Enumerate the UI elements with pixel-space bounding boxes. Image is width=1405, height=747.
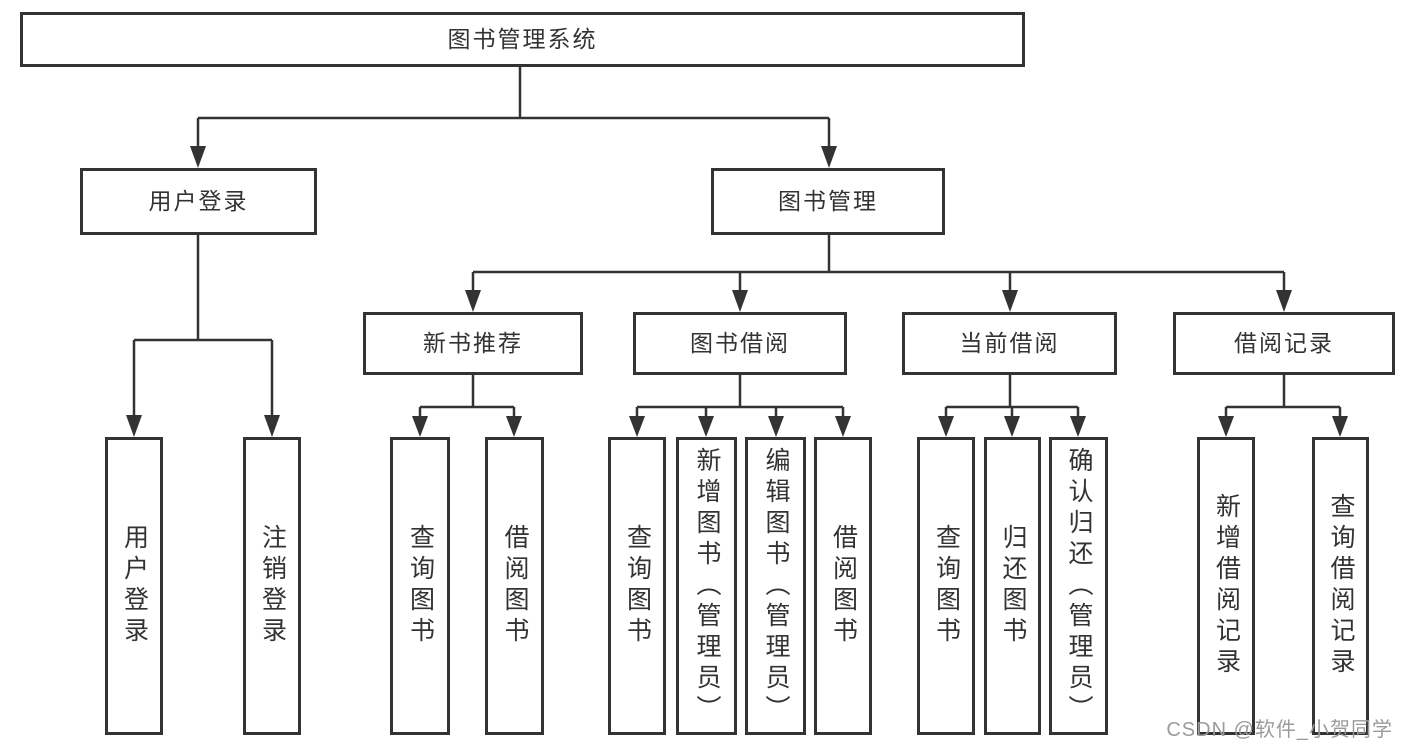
leaf-confirm-return: 确认归还（管理员） — [1049, 437, 1108, 735]
node-book-mgmt: 图书管理 — [711, 168, 945, 235]
leaf-add-book-label: 新增图书（管理员） — [693, 446, 721, 726]
leaf-add-borrow-record: 新增借阅记录 — [1197, 437, 1255, 735]
node-root: 图书管理系统 — [20, 12, 1025, 67]
node-user-login: 用户登录 — [80, 168, 317, 235]
leaf-query-book-current-label: 查询图书 — [932, 524, 961, 648]
leaf-query-borrow-record: 查询借阅记录 — [1312, 437, 1369, 735]
leaf-borrow-book-borrow-label: 借阅图书 — [829, 524, 858, 648]
leaf-query-book-current: 查询图书 — [917, 437, 975, 735]
leaf-user-login-label: 用户登录 — [120, 524, 149, 648]
node-root-label: 图书管理系统 — [447, 25, 598, 52]
node-user-login-label: 用户登录 — [148, 187, 249, 214]
leaf-logout: 注销登录 — [243, 437, 301, 735]
node-new-book-rec: 新书推荐 — [363, 312, 583, 375]
leaf-add-book: 新增图书（管理员） — [676, 437, 737, 735]
node-book-borrow-label: 图书借阅 — [690, 329, 790, 356]
leaf-confirm-return-label: 确认归还（管理员） — [1065, 446, 1093, 726]
leaf-query-book-new-label: 查询图书 — [406, 524, 435, 648]
leaf-borrow-book-borrow: 借阅图书 — [814, 437, 872, 735]
leaf-return-book: 归还图书 — [984, 437, 1041, 735]
node-borrow-records-label: 借阅记录 — [1234, 329, 1334, 356]
leaf-add-borrow-record-label: 新增借阅记录 — [1212, 493, 1241, 679]
node-current-borrow: 当前借阅 — [902, 312, 1117, 375]
leaf-query-book-borrow-label: 查询图书 — [623, 524, 652, 648]
node-current-borrow-label: 当前借阅 — [959, 329, 1060, 356]
leaf-borrow-book-new: 借阅图书 — [485, 437, 544, 735]
leaf-edit-book: 编辑图书（管理员） — [745, 437, 806, 735]
leaf-return-book-label: 归还图书 — [999, 524, 1027, 648]
leaf-query-borrow-record-label: 查询借阅记录 — [1327, 493, 1355, 679]
watermark: CSDN @软件_小贺同学 — [1166, 719, 1393, 741]
leaf-borrow-book-new-label: 借阅图书 — [501, 524, 529, 648]
leaf-logout-label: 注销登录 — [258, 524, 287, 648]
arrowheads — [126, 146, 1348, 437]
node-borrow-records: 借阅记录 — [1173, 312, 1395, 375]
node-new-book-rec-label: 新书推荐 — [423, 329, 523, 356]
leaf-edit-book-label: 编辑图书（管理员） — [762, 446, 790, 726]
leaf-user-login: 用户登录 — [105, 437, 163, 735]
node-book-mgmt-label: 图书管理 — [778, 187, 878, 214]
leaf-query-book-new: 查询图书 — [390, 437, 450, 735]
node-book-borrow: 图书借阅 — [633, 312, 847, 375]
leaf-query-book-borrow: 查询图书 — [608, 437, 666, 735]
